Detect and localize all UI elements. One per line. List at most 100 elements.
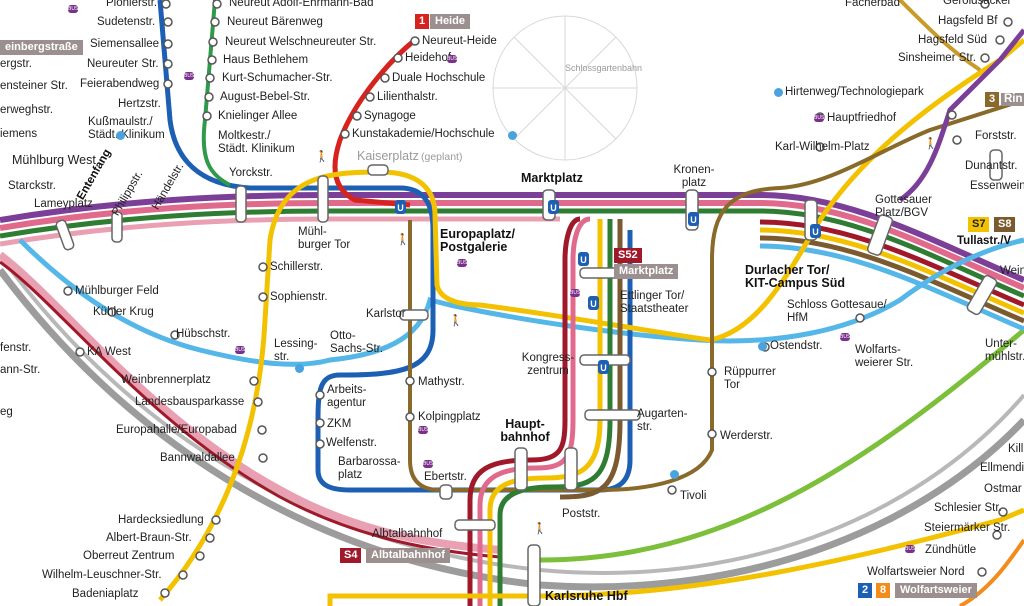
station-europahalle[interactable]: Europahalle/Europabad (116, 424, 237, 436)
station-huebschstr[interactable]: Hübschstr. (176, 328, 231, 340)
station-neureut-adolf[interactable]: Neureut Adolf-Ehrmann-Bad (229, 0, 374, 9)
station-bannwaldallee[interactable]: Bannwaldallee (160, 452, 235, 464)
station-wolfartsweier-nord[interactable]: Wolfartsweier Nord (867, 566, 965, 578)
station-fenstr[interactable]: fenstr. (0, 342, 32, 354)
station-karlstor[interactable]: Karlstor (366, 308, 406, 320)
station-zuendhuette[interactable]: Zündhütle (925, 544, 977, 556)
station-hagsfeld-bf[interactable]: Hagsfeld Bf (938, 15, 998, 27)
station-sophienstr[interactable]: Sophienstr. (270, 291, 328, 303)
station-neureut-heide[interactable]: Neureut-Heide (422, 35, 497, 47)
station-weinbrennerplatz[interactable]: Weinbrennerplatz (121, 374, 211, 386)
bus-icon: BUS (68, 5, 79, 13)
station-werderstr[interactable]: Werderstr. (720, 430, 773, 442)
station-badeniaplatz[interactable]: Badeniaplatz (72, 588, 139, 600)
station-ostendstr[interactable]: Ostendstr. (770, 340, 823, 352)
station-essenweinstr[interactable]: Essenweinst (970, 180, 1024, 192)
station-feierabendweg[interactable]: Feierabendweg (80, 78, 160, 90)
station-lameyplatz[interactable]: Lameyplatz (34, 198, 93, 210)
station-hauptfriedhof[interactable]: Hauptfriedhof (827, 112, 897, 124)
station-hertzstr[interactable]: Hertzstr. (118, 98, 161, 110)
station-schlesier-str[interactable]: Schlesier Str. (934, 502, 1002, 514)
station-tivoli[interactable]: Tivoli (680, 490, 707, 502)
station-sinsheimer-str[interactable]: Sinsheimer Str. (898, 52, 976, 64)
station-synagoge[interactable]: Synagoge (364, 110, 416, 122)
station-killisfeld[interactable]: Kill (1008, 443, 1024, 455)
station-poststr[interactable]: Poststr. (562, 508, 601, 520)
station-kolpingplatz[interactable]: Kolpingplatz (418, 411, 481, 423)
station-ellmendingen[interactable]: Ellmendin (980, 462, 1024, 474)
station-ensteiner[interactable]: ensteiner Str. (0, 80, 68, 92)
station-muehlburg-west[interactable]: Mühlburg West (12, 153, 96, 167)
station-eg[interactable]: eg (0, 406, 13, 418)
station-kurt-schumacher[interactable]: Kurt-Schumacher-Str. (222, 72, 333, 84)
station-hauptbahnhof[interactable]: Haupt-bahnhof (500, 417, 550, 444)
station-marktplatz[interactable]: Marktplatz (521, 171, 583, 185)
station-kunstakademie[interactable]: Kunstakademie/Hochschule (352, 128, 495, 140)
station-ostmark[interactable]: Ostmar (984, 483, 1022, 495)
station-albtalbahnhof[interactable]: Albtalbahnhof (372, 528, 443, 540)
station-zkm[interactable]: ZKM (327, 418, 352, 430)
station-albert-braun[interactable]: Albert-Braun-Str. (106, 532, 192, 544)
station-otto-sachs[interactable]: Otto-Sachs-Str. (330, 330, 384, 355)
station-knielinger-allee[interactable]: Knielinger Allee (218, 110, 298, 122)
station-kaiserplatz[interactable]: Kaiserplatz (357, 149, 419, 163)
station-neureut-welsch[interactable]: Neureut Welschneureuter Str. (225, 36, 377, 48)
station-ettlinger-tor[interactable]: Ettlinger Tor/Staatstheater (620, 290, 689, 315)
station-heidehof[interactable]: Heidehof (405, 52, 452, 64)
station-untermuehlstr[interactable]: Unter-mühlstr. (985, 338, 1024, 363)
station-muehlburger-tor[interactable]: Mühl-burger Tor (298, 226, 351, 251)
station-lessingstr[interactable]: Lessing-str. (274, 338, 318, 363)
station-kussmaulstr[interactable]: Kußmaulstr./Städt. Klinikum (88, 116, 165, 141)
station-augartenstr[interactable]: Augarten-str. (637, 408, 688, 433)
station-annstr[interactable]: ann-Str. (0, 364, 41, 376)
station-karlsruhe-hbf[interactable]: Karlsruhe Hbf (545, 589, 628, 603)
station-hardecksiedlung[interactable]: Hardecksiedlung (118, 514, 204, 526)
station-ka-west[interactable]: KA West (87, 346, 131, 358)
station-siemensallee[interactable]: Siemensallee (90, 38, 160, 50)
station-mathystr[interactable]: Mathystr. (418, 376, 465, 388)
station-moltkestr[interactable]: Moltkestr./Städt. Klinikum (218, 130, 295, 155)
station-pionierstr[interactable]: Pionierstr. (106, 0, 158, 9)
station-durlacher-tor[interactable]: Durlacher Tor/KIT-Campus Süd (745, 263, 846, 290)
station-muehlburger-feld[interactable]: Mühlburger Feld (75, 285, 159, 297)
station-neureuter-str[interactable]: Neureuter Str. (87, 58, 159, 70)
station-hagsfeld-sued[interactable]: Hagsfeld Süd (918, 34, 988, 46)
station-iemens[interactable]: iemens (0, 128, 38, 140)
station-dunantstr[interactable]: Dunantstr. (965, 160, 1018, 172)
station-haus-bethlehem[interactable]: Haus Bethlehem (223, 54, 309, 66)
station-weinweg[interactable]: Wein (1000, 265, 1024, 277)
station-kuehler-krug[interactable]: Kühler Krug (93, 306, 154, 318)
station-ergstr[interactable]: ergstr. (0, 58, 32, 70)
station-tullastr[interactable]: Tullastr./V (957, 235, 1012, 247)
station-geroldsacker[interactable]: Geroldsacker (943, 0, 1012, 7)
station-lilienthalstr[interactable]: Lilienthalstr. (377, 91, 438, 103)
station-neureut-baerenweg[interactable]: Neureut Bärenweg (227, 16, 323, 28)
station-welfenstr[interactable]: Welfenstr. (326, 437, 377, 449)
station-forststr[interactable]: Forststr. (975, 130, 1017, 142)
bus-icon: BUS (418, 426, 429, 434)
station-facherbad[interactable]: Facherbad (845, 0, 900, 9)
station-yorckstr[interactable]: Yorckstr. (229, 167, 273, 179)
station-ebertstr[interactable]: Ebertstr. (424, 471, 467, 483)
station-wilhelm-leuschner[interactable]: Wilhelm-Leuschner-Str. (42, 569, 162, 581)
station-steiermaerker-str[interactable]: Steiermärker Str. (924, 522, 1011, 534)
station-kongresszentrum[interactable]: Kongress-zentrum (521, 352, 575, 377)
station-karl-wilhelm[interactable]: Karl-Wilhelm-Platz (775, 141, 870, 153)
station-oberreut-zentrum[interactable]: Oberreut Zentrum (83, 550, 175, 562)
station-starckstr[interactable]: Starckstr. (8, 180, 56, 192)
station-erweg[interactable]: erweghstr. (0, 104, 54, 116)
station-kronenplatz[interactable]: Kronen-platz (673, 164, 715, 189)
station-duale-hs[interactable]: Duale Hochschule (392, 72, 486, 84)
station-europaplatz[interactable]: Europaplatz/Postgalerie (440, 227, 516, 254)
station-barbarossaplatz[interactable]: Barbarossa-platz (338, 456, 401, 481)
station-arbeitsagentur[interactable]: Arbeits-agentur (327, 384, 367, 409)
station-august-bebel[interactable]: August-Bebel-Str. (220, 91, 311, 103)
station-schloss-gottesaue[interactable]: Schloss Gottesaue/HfM (787, 299, 887, 324)
station-hirtenweg[interactable]: Hirtenweg/Technologiepark (785, 86, 924, 98)
station-wolfartsweierer-str[interactable]: Wolfarts-weierer Str. (855, 344, 914, 369)
station-sudetenstr[interactable]: Sudetenstr. (97, 16, 156, 28)
station-schillerstr[interactable]: Schillerstr. (270, 261, 324, 273)
station-landesbausparkasse[interactable]: Landesbausparkasse (135, 396, 245, 408)
